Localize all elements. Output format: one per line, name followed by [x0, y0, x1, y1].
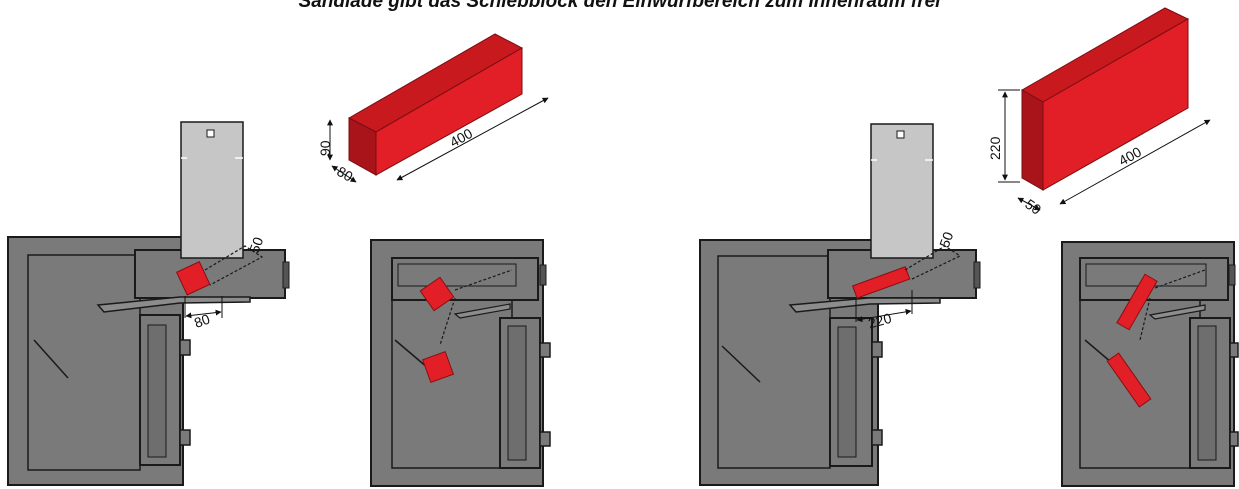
block-large-isometric: 220 50 400	[987, 7, 1211, 218]
red-block-left	[175, 261, 211, 296]
page-title: Sandlade gibt das Schiebblock den Einwur…	[298, 0, 941, 12]
safe-right-main: 220 50	[699, 123, 981, 486]
dim-label-small-depth: 80	[334, 163, 356, 185]
dim-label-left-block-width: 80	[192, 311, 212, 331]
dim-label-small-height: 90	[317, 140, 333, 156]
dim-label-large-length: 400	[1116, 143, 1144, 168]
dim-label-left-gap: 50	[246, 235, 266, 255]
red-block-right-bottom	[1106, 352, 1152, 408]
red-block-right	[851, 266, 911, 299]
red-block-left-bottom	[421, 350, 455, 384]
dim-label-right-gap: 50	[936, 229, 956, 249]
safe-right-secondary	[1061, 241, 1239, 487]
dim-label-right-block-width: 220	[866, 310, 893, 332]
red-block-right-top	[1116, 273, 1158, 331]
red-block-left-top	[419, 276, 455, 312]
block-small-isometric: 90 80 400	[317, 33, 549, 185]
dim-label-large-height: 220	[987, 136, 1003, 160]
safe-left-secondary	[370, 239, 551, 487]
dim-label-large-depth: 50	[1022, 196, 1044, 218]
safe-left-main: 80 50	[7, 121, 290, 486]
